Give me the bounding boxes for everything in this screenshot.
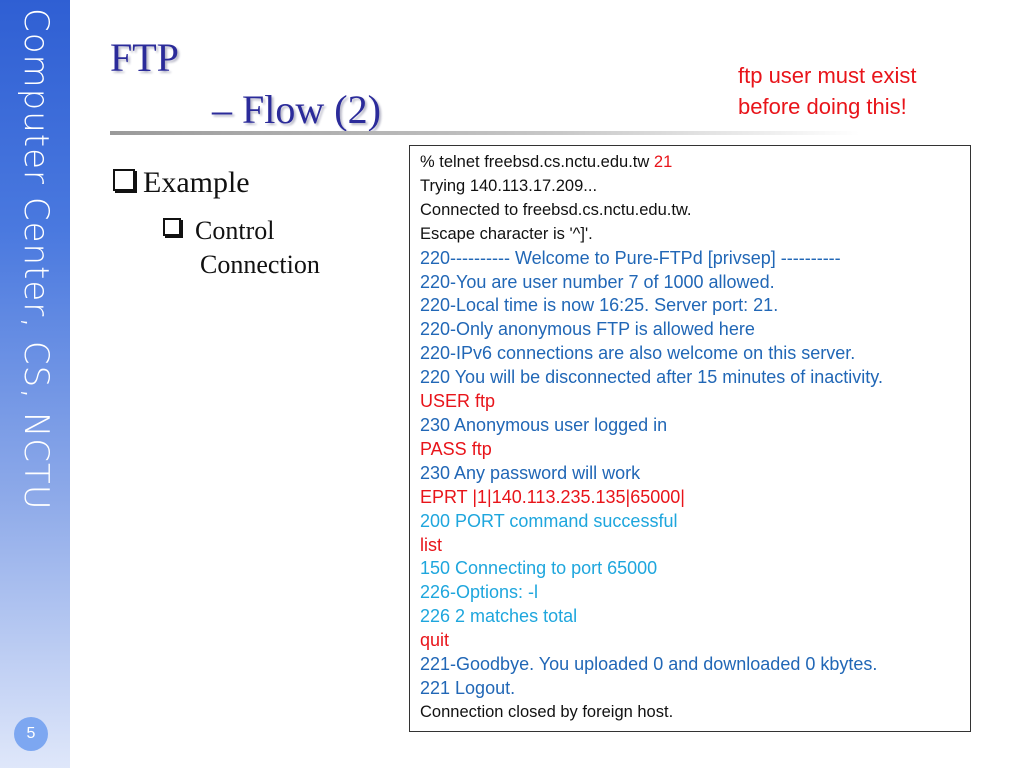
terminal-line: Escape character is '^]'. — [420, 224, 593, 243]
bullet-level2-text-line2: Connection — [200, 250, 320, 279]
terminal-line: Connection closed by foreign host. — [420, 702, 674, 721]
terminal-line: 220-Local time is now 16:25. Server port… — [420, 295, 779, 316]
slide-title-line2: – Flow (2) — [212, 87, 381, 132]
terminal-line: 221 Logout. — [420, 677, 516, 698]
terminal-line: 220-Only anonymous FTP is allowed here — [420, 319, 755, 340]
sidebar: Computer Center, CS, NCTU 5 — [0, 0, 70, 768]
terminal-line: 221-Goodbye. You uploaded 0 and download… — [420, 654, 878, 675]
checkbox-bullet-icon — [163, 218, 181, 236]
terminal-line: 220---------- Welcome to Pure-FTPd [priv… — [420, 247, 841, 268]
terminal-line: 226-Options: -l — [420, 582, 539, 603]
bullet-level1: Example — [113, 166, 250, 200]
terminal-line: USER ftp — [420, 391, 496, 412]
terminal-lines: Trying 140.113.17.209... Connected to fre… — [420, 175, 970, 725]
terminal-line: 200 PORT command successful — [420, 510, 678, 531]
annotation-note-line2: before doing this! — [738, 94, 907, 119]
terminal-line: 226 2 matches total — [420, 606, 578, 627]
sidebar-org-label: Computer Center, CS, NCTU — [16, 8, 56, 511]
terminal-line: Connected to freebsd.cs.nctu.edu.tw. — [420, 200, 692, 219]
terminal-line: Trying 140.113.17.209... — [420, 176, 598, 195]
checkbox-bullet-icon — [113, 169, 135, 191]
terminal-line: PASS ftp — [420, 438, 492, 459]
page-number-badge: 5 — [14, 717, 48, 751]
annotation-note-line1: ftp user must exist — [738, 63, 917, 88]
terminal-line: list — [420, 534, 442, 555]
terminal-line: 220-You are user number 7 of 1000 allowe… — [420, 271, 775, 292]
terminal-command-text: % telnet freebsd.cs.nctu.edu.tw — [420, 153, 654, 171]
bullet-level2-text-line1: Control — [195, 216, 275, 245]
bullet-level1-text: Example — [143, 166, 250, 199]
terminal-line: EPRT |1|140.113.235.135|65000| — [420, 486, 685, 507]
slide-title-line1: FTP — [110, 35, 179, 80]
title-underline-divider — [110, 131, 860, 135]
terminal-line: quit — [420, 630, 450, 651]
terminal-command-port: 21 — [653, 153, 673, 171]
terminal-line: 230 Anonymous user logged in — [420, 414, 668, 435]
bullet-level2: Control Connection — [163, 214, 320, 282]
terminal-line: 230 Any password will work — [420, 462, 641, 483]
terminal-transcript-box: % telnet freebsd.cs.nctu.edu.tw 21 Tryin… — [409, 145, 971, 732]
terminal-line: 150 Connecting to port 65000 — [420, 558, 658, 579]
terminal-line: 220 You will be disconnected after 15 mi… — [420, 367, 883, 388]
annotation-note: ftp user must exist before doing this! — [738, 60, 917, 122]
terminal-line-command: % telnet freebsd.cs.nctu.edu.tw 21 — [420, 151, 970, 175]
terminal-line: 220-IPv6 connections are also welcome on… — [420, 343, 856, 364]
